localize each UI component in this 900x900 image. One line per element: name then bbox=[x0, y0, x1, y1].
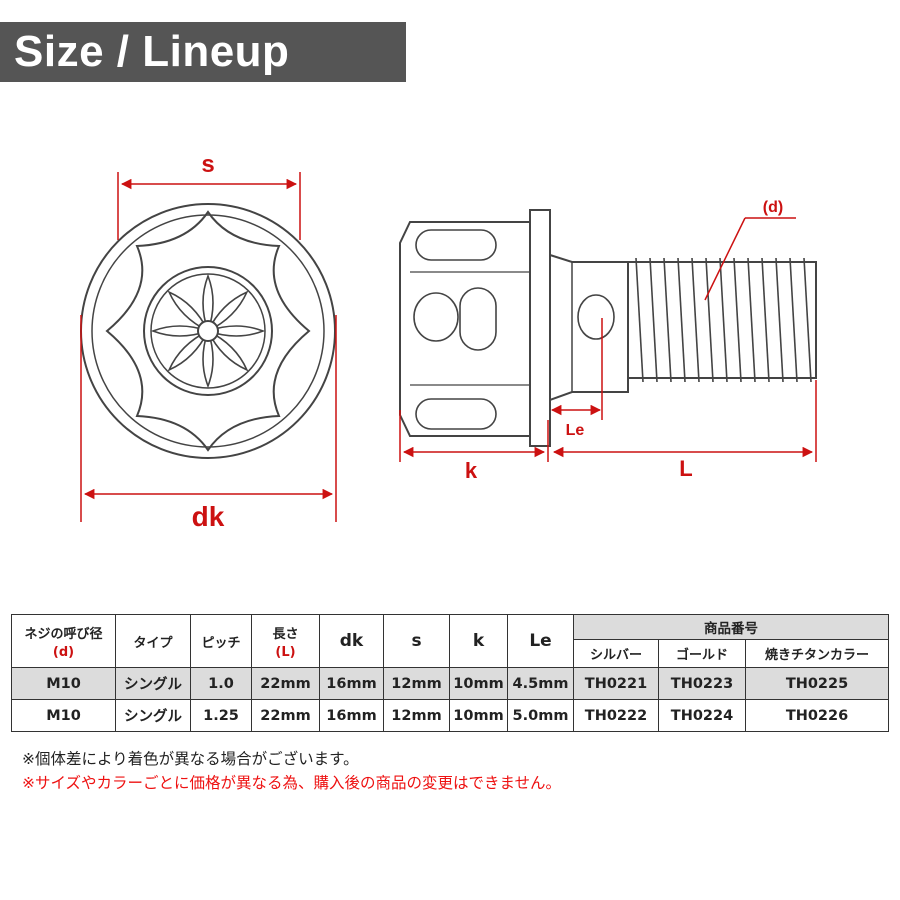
bolt-dimension-diagram: s dk bbox=[80, 151, 817, 532]
cell-s: 12mm bbox=[383, 667, 450, 700]
header-k: k bbox=[449, 614, 508, 668]
dimension-le bbox=[550, 318, 603, 420]
cell-gold: TH0224 bbox=[658, 699, 746, 732]
header-length: 長さ (L) bbox=[251, 614, 320, 668]
dimension-l bbox=[552, 380, 817, 462]
dimension-s bbox=[117, 172, 301, 240]
header-length-label: 長さ bbox=[272, 626, 299, 642]
label-l: L bbox=[679, 456, 692, 481]
label-k: k bbox=[465, 458, 478, 483]
cell-s: 12mm bbox=[383, 699, 450, 732]
dimension-k bbox=[399, 410, 549, 462]
dimension-dk bbox=[80, 315, 337, 522]
bolt-head-front-view bbox=[80, 203, 336, 459]
header-gold: ゴールド bbox=[658, 639, 746, 668]
header-type: タイプ bbox=[115, 614, 191, 668]
cell-pitch: 1.0 bbox=[190, 667, 252, 700]
cell-silver: TH0222 bbox=[573, 699, 659, 732]
cell-le: 5.0mm bbox=[507, 699, 574, 732]
header-thread-label: ネジの呼び径 bbox=[24, 626, 103, 642]
bolt-side-view bbox=[399, 209, 817, 447]
note-no-exchange: ※サイズやカラーごとに価格が異なる為、購入後の商品の変更はできません。 bbox=[22, 774, 562, 792]
cell-length: 22mm bbox=[251, 667, 320, 700]
header-length-unit: (L) bbox=[275, 644, 296, 660]
cell-thread: M10 bbox=[11, 699, 116, 732]
spec-table: ネジの呼び径 (d) タイプ ピッチ 長さ (L) dk s k Le 商品番号… bbox=[11, 614, 890, 732]
header-product-number: 商品番号 bbox=[572, 614, 890, 640]
label-le: Le bbox=[566, 422, 585, 439]
cell-burnt-titanium: TH0226 bbox=[744, 699, 890, 732]
page-title: Size / Lineup bbox=[14, 27, 290, 76]
note-color-variation: ※個体差により着色が異なる場合がございます。 bbox=[22, 750, 359, 768]
label-s: s bbox=[201, 151, 214, 178]
header-pitch: ピッチ bbox=[190, 614, 252, 668]
cell-pitch: 1.25 bbox=[190, 699, 252, 732]
dimension-d-leader bbox=[704, 217, 796, 301]
table-row: M10 シングル 1.25 22mm 16mm 12mm 10mm 5.0mm … bbox=[11, 699, 890, 732]
cell-type: シングル bbox=[115, 667, 191, 700]
cell-thread: M10 bbox=[11, 667, 116, 700]
thread-lines bbox=[635, 257, 812, 383]
cell-burnt-titanium: TH0225 bbox=[744, 667, 890, 700]
cell-le: 4.5mm bbox=[507, 667, 574, 700]
header-thread: ネジの呼び径 (d) bbox=[11, 614, 116, 668]
header-burnt-titanium: 焼きチタンカラー bbox=[744, 639, 890, 668]
label-d: (d) bbox=[763, 199, 783, 216]
cell-type: シングル bbox=[115, 699, 191, 732]
label-dk: dk bbox=[192, 501, 225, 532]
cell-k: 10mm bbox=[449, 667, 508, 700]
cell-dk: 16mm bbox=[319, 667, 384, 700]
cell-dk: 16mm bbox=[319, 699, 384, 732]
title-banner: Size / Lineup bbox=[0, 22, 406, 82]
cell-length: 22mm bbox=[251, 699, 320, 732]
cell-k: 10mm bbox=[449, 699, 508, 732]
header-s: s bbox=[383, 614, 450, 668]
header-thread-unit: (d) bbox=[52, 644, 75, 660]
cell-silver: TH0221 bbox=[573, 667, 659, 700]
header-silver: シルバー bbox=[573, 639, 659, 668]
table-row: M10 シングル 1.0 22mm 16mm 12mm 10mm 4.5mm T… bbox=[11, 667, 890, 700]
header-le: Le bbox=[507, 614, 574, 668]
header-dk: dk bbox=[319, 614, 384, 668]
cell-gold: TH0223 bbox=[658, 667, 746, 700]
